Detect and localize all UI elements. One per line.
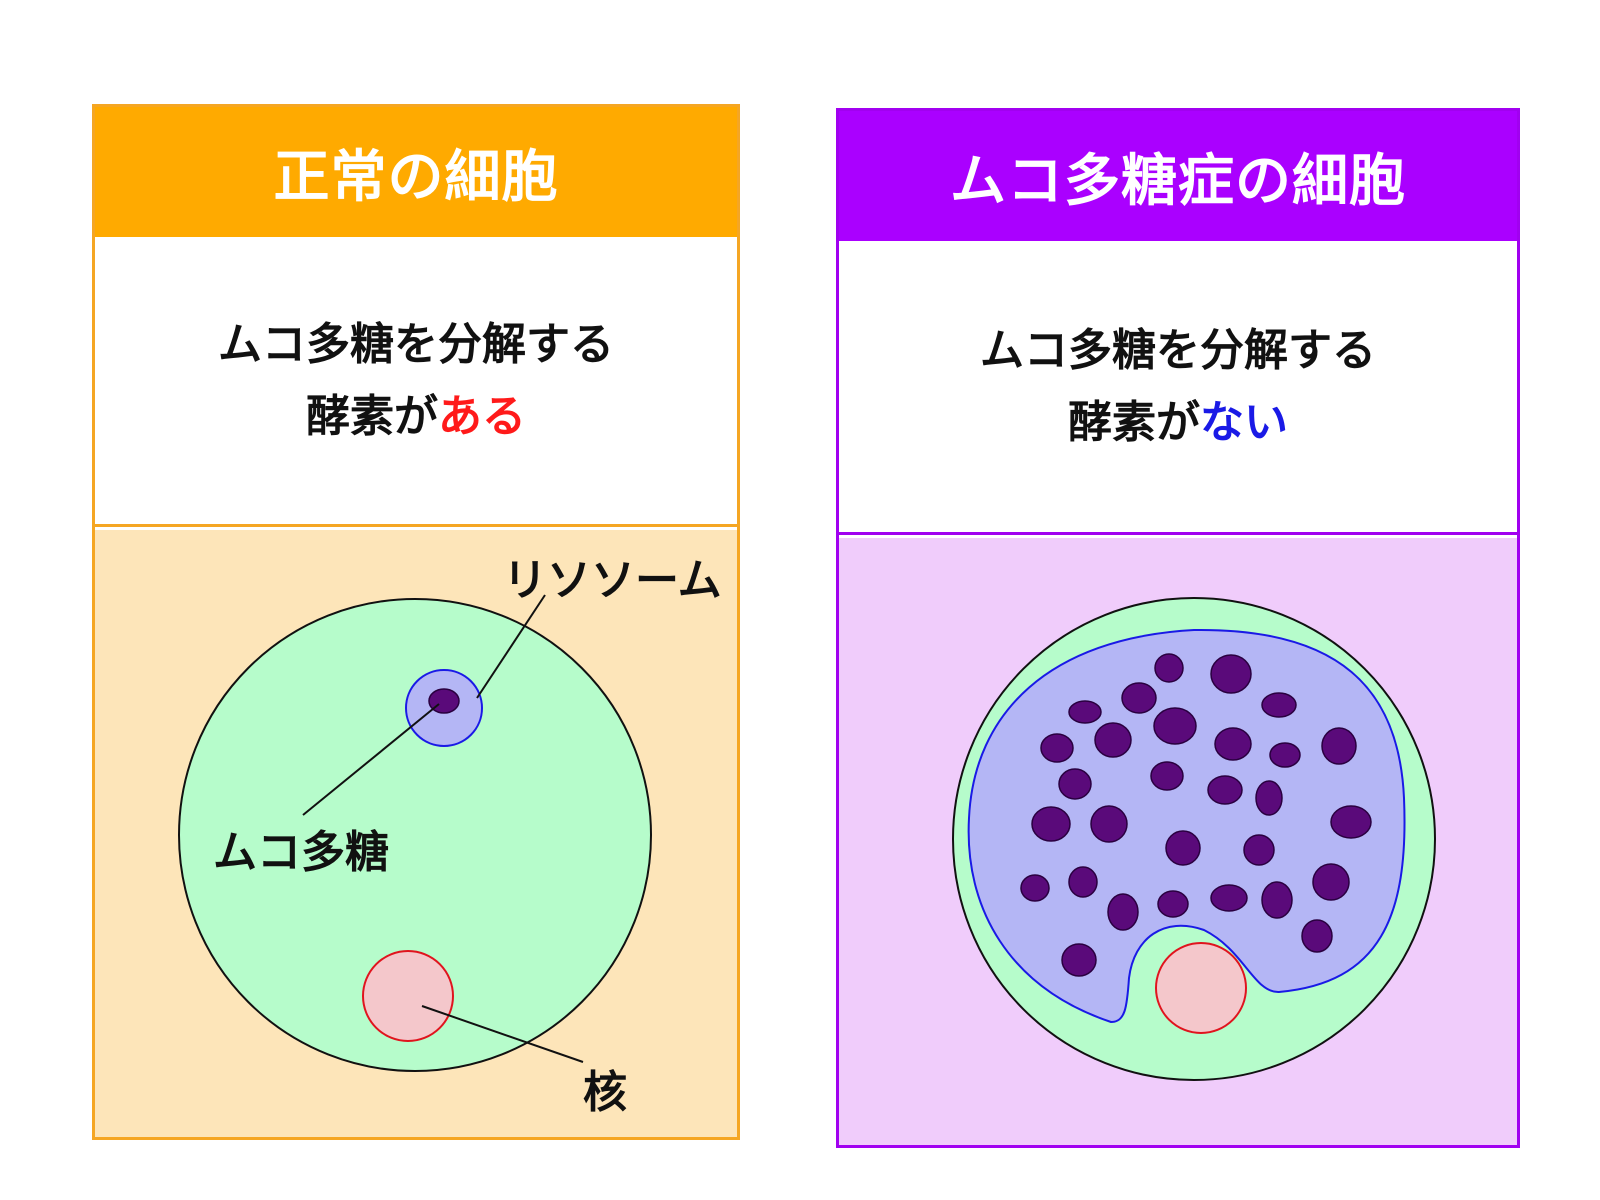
mps-dot [1121,682,1157,714]
panel-mps-cell: ムコ多糖症の細胞 ムコ多糖を分解する 酵素がない [836,108,1520,1148]
mps-dot [1107,893,1139,931]
mps-dot [1094,722,1132,758]
mps-dot [1157,890,1189,918]
mps-dot [1068,866,1098,898]
mps-dot [1153,707,1197,745]
mps-dot [1261,881,1293,919]
mps-dot [1312,863,1350,901]
normal-cytoplasm [178,598,652,1072]
mps-dot [1020,874,1050,902]
leader-lysosome [476,594,546,699]
mps-dot [1207,775,1243,805]
normal-cell-diagram: リソソーム ムコ多糖 核 [95,530,737,1137]
label-lysosome: リソソーム [503,555,722,606]
mps-dot [1154,653,1184,683]
label-mucopolysaccharide: ムコ多糖 [213,827,389,878]
mps-cell-diagram [839,538,1517,1145]
mps-dot [1255,780,1283,816]
panel-normal-cell: 正常の細胞 ムコ多糖を分解する 酵素がある リソソーム ムコ多糖 核 [92,104,740,1140]
mps-dot [1301,919,1333,953]
mps-dot [1243,834,1275,866]
mps-dot [1269,742,1301,768]
mps-dot [1058,768,1092,800]
mps-dot [1214,727,1252,761]
normal-cell-svg [178,594,652,1072]
mps-cell-description: ムコ多糖を分解する 酵素がない [839,241,1517,535]
mps-dot [1210,654,1252,694]
mps-mucopolysaccharide-deposits [1020,653,1372,977]
mps-dot [1031,806,1071,842]
normal-desc-highlight: ある [438,390,526,442]
normal-cell-description: ムコ多糖を分解する 酵素がある [95,237,737,527]
mps-dot [1210,884,1248,912]
mps-dot [1068,700,1102,724]
leader-mucopolysaccharide [302,703,440,816]
mps-nucleus [1155,942,1247,1034]
mps-desc-prefix: 酵素が [1068,396,1200,448]
normal-desc-prefix: 酵素が [306,390,438,442]
normal-nucleus [362,950,454,1042]
mps-cell-svg [952,597,1436,1081]
mps-dot [1330,805,1372,839]
mps-desc-line2: 酵素がない [1068,387,1288,459]
mps-dot [1150,761,1184,791]
mps-dot [1061,943,1097,977]
mps-enlarged-lysosome [967,628,1406,1024]
normal-desc-line2: 酵素がある [306,381,526,453]
mps-desc-line1: ムコ多糖を分解する [980,324,1376,376]
mps-dot [1165,830,1201,866]
label-nucleus: 核 [583,1067,627,1118]
mps-dot [1090,805,1128,843]
normal-desc-line1: ムコ多糖を分解する [218,318,614,370]
mps-dot [1261,692,1297,718]
normal-cell-title: 正常の細胞 [95,107,737,237]
mps-desc-highlight: ない [1200,396,1288,448]
mps-cell-title: ムコ多糖症の細胞 [839,111,1517,241]
mps-dot [1040,733,1074,763]
leader-nucleus [421,1005,584,1063]
mps-dot [1321,727,1357,765]
